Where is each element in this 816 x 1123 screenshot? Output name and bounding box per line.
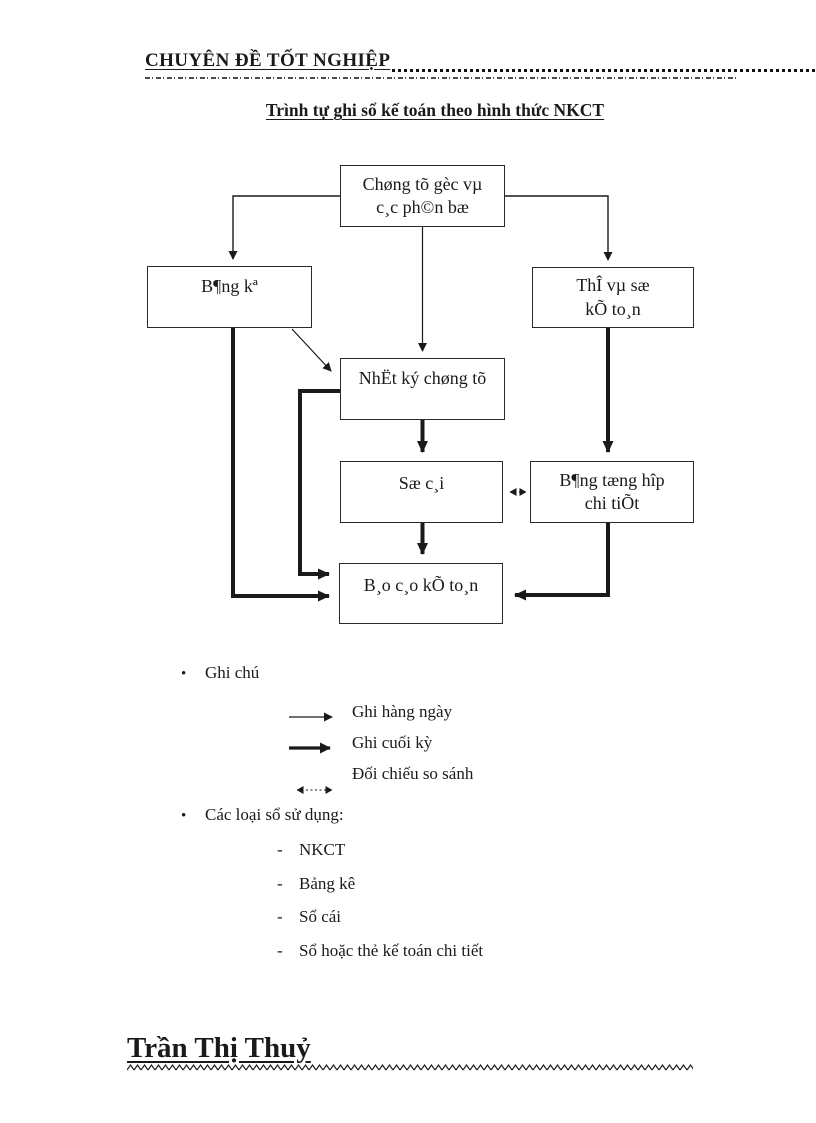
- flowchart-connectors: [228, 195, 614, 602]
- flow-box-label: B¶ng kª: [201, 276, 258, 296]
- bullet-icon: •: [181, 666, 187, 682]
- dash-icon: -: [277, 874, 283, 893]
- list-item-label: Bảng kê: [299, 874, 356, 893]
- flow-box-label: Sæ c¸i: [398, 473, 445, 493]
- flow-box-bang-ke: B¶ng kª: [147, 266, 312, 328]
- flow-box-nhat-ky: NhËt ký chøng tõ: [340, 358, 505, 420]
- flow-box-bang-tong-hop: B¶ng tæng hîp chi tiÕt: [530, 461, 694, 523]
- legend-title: Ghi chú: [205, 663, 260, 682]
- list-item-label: Sổ cái: [299, 907, 342, 926]
- flow-box-the-va-so: ThÎ vµ sæ kÕ to¸n: [532, 267, 694, 328]
- list-item-label: Sổ hoặc thẻ kế toán chi tiết: [299, 941, 484, 960]
- flow-box-chung-tu-goc: Chøng tõ gèc vµ c¸c ph©n bæ: [340, 165, 505, 227]
- header-dashdot-rule: [145, 77, 737, 79]
- flow-box-label: B¸o c¸o kÕ to¸n: [363, 575, 479, 595]
- diagram-title: Trình tự ghi sổ kế toán theo hình thức N…: [265, 100, 605, 120]
- footer-signature: Trần Thị Thuỷ: [127, 1032, 311, 1064]
- list-item: -NKCT: [277, 840, 345, 860]
- legend-item-label: Ghi hàng ngày: [352, 702, 453, 721]
- arrow-bangtonghop-to-baocao: [514, 523, 610, 601]
- flow-box-bao-cao: B¸o c¸o kÕ to¸n: [339, 563, 503, 624]
- list-item: -Bảng kê: [277, 874, 355, 894]
- flow-box-so-cai: Sæ c¸i: [340, 461, 503, 523]
- legend-item-label: Ghi cuối kỳ: [352, 733, 433, 752]
- legend-item-label: Đối chiếu so sánh: [352, 764, 474, 783]
- flow-box-label: NhËt ký chøng tõ: [358, 368, 487, 388]
- legend-heading: • Ghi chú: [181, 663, 259, 683]
- page-header-title: CHUYÊN ĐỀ TỐT NGHIỆP: [145, 50, 391, 71]
- flow-box-label: chi tiÕt: [584, 493, 640, 513]
- flow-box-label: kÕ to¸n: [585, 298, 641, 319]
- flowchart: Chøng tõ gèc vµ c¸c ph©n bæ B¶ng kª ThÎ …: [0, 140, 816, 650]
- flow-box-label: ThÎ vµ sæ: [576, 275, 650, 296]
- header-dotted-rule: [392, 69, 816, 72]
- list-item: -Sổ cái: [277, 907, 341, 927]
- arrow-bangke-to-nhatky: [291, 328, 332, 372]
- flow-box-label: Chøng tõ gèc vµ: [362, 173, 483, 194]
- footer-zigzag-rule: [127, 1062, 693, 1072]
- flow-box-label: c¸c ph©n bæ: [376, 197, 469, 217]
- books-heading: • Các loại sổ sử dụng:: [181, 805, 344, 825]
- legend-thin-arrow-icon: [289, 712, 333, 722]
- legend-dotted-double-arrow-icon: [296, 786, 333, 794]
- list-item-label: NKCT: [299, 840, 346, 859]
- arrow-chungtu-to-bangke: [228, 195, 340, 260]
- arrow-nhatky-to-baocao: [298, 389, 341, 580]
- flow-box-label: B¶ng tæng hîp: [559, 469, 665, 490]
- bullet-icon: •: [181, 808, 187, 824]
- dash-icon: -: [277, 941, 283, 960]
- arrow-chungtu-to-theso: [505, 195, 613, 261]
- arrow-bangke-to-baocao: [231, 328, 330, 602]
- list-item: -Sổ hoặc thẻ kế toán chi tiết: [277, 941, 483, 961]
- books-title: Các loại sổ sử dụng:: [205, 805, 344, 824]
- dash-icon: -: [277, 840, 283, 859]
- legend-thick-arrow-icon: [289, 742, 331, 754]
- dash-icon: -: [277, 907, 283, 926]
